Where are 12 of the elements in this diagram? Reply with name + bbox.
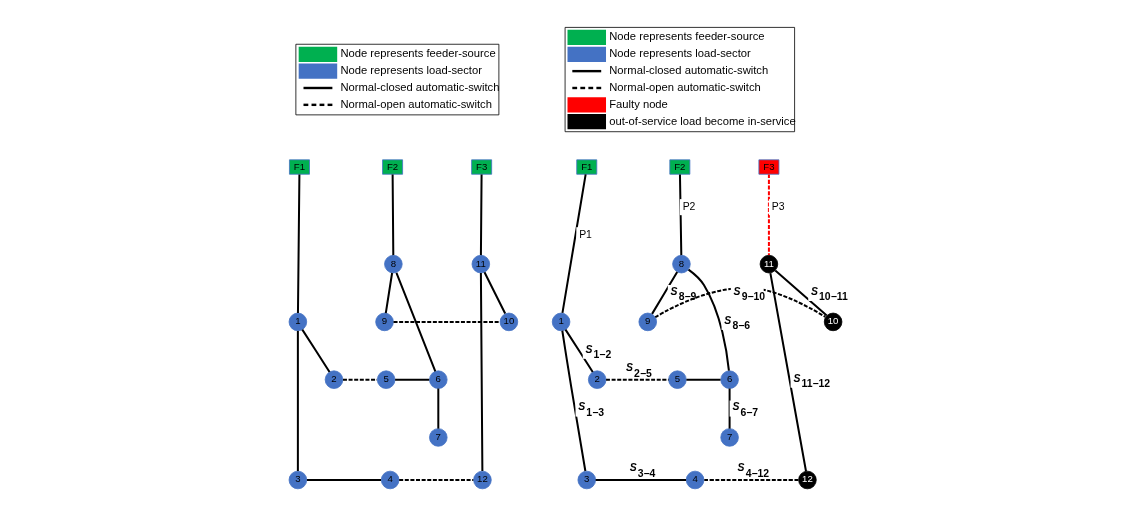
legend-label: Node represents load-sector [339, 64, 482, 77]
legend-label: Normal-closed automatic-switch [608, 64, 768, 77]
legend-label: Faulty node [608, 97, 668, 110]
legend-label: Normal-open automatic-switch [339, 97, 492, 110]
edge-label: P1 [578, 228, 592, 240]
edge-label: P3 [771, 200, 784, 212]
legend-label: Node represents feeder-source [339, 47, 496, 60]
edge-label: P2 [682, 200, 695, 212]
legend-label: Normal-closed automatic-switch [339, 80, 499, 93]
legend-label: Node represents load-sector [608, 47, 751, 60]
legend-label: Normal-open automatic-switch [608, 80, 761, 93]
legend-label: Node represents feeder-source [608, 30, 765, 43]
